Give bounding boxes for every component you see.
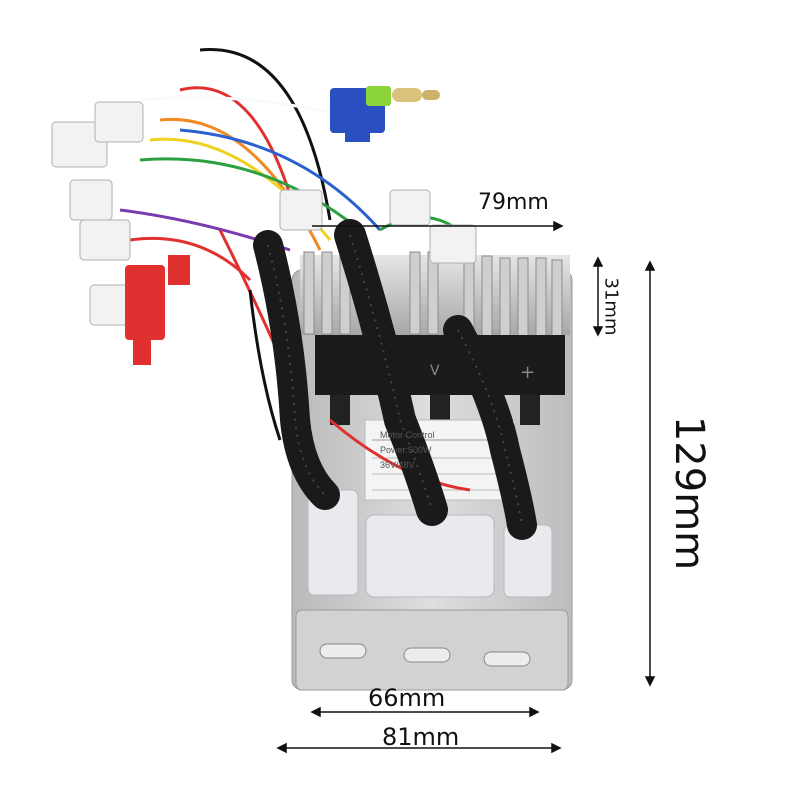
label-line-3: 36V/48V <box>380 460 415 470</box>
label-line-1: Motor Control <box>380 430 435 440</box>
left-connectors <box>51 101 477 326</box>
dimension-label-fin-height: 31mm <box>600 277 622 336</box>
svg-text:+: + <box>520 362 535 383</box>
dimension-label-top-width: 79mm <box>478 190 549 215</box>
red-connector <box>125 255 190 365</box>
dimension-label-total-height: 129mm <box>666 415 713 571</box>
dimension-label-inner-width: 66mm <box>368 684 446 712</box>
terminal-block: + V <box>315 335 565 425</box>
heat-sink-fins <box>300 251 570 341</box>
label-line-2: Power:500W <box>380 445 432 455</box>
bottom-connectors <box>307 489 553 598</box>
svg-text:V: V <box>430 363 440 379</box>
blue-connector <box>330 86 440 142</box>
sleeve-ribs <box>267 234 523 526</box>
dimension-label-total-width: 81mm <box>382 723 460 751</box>
